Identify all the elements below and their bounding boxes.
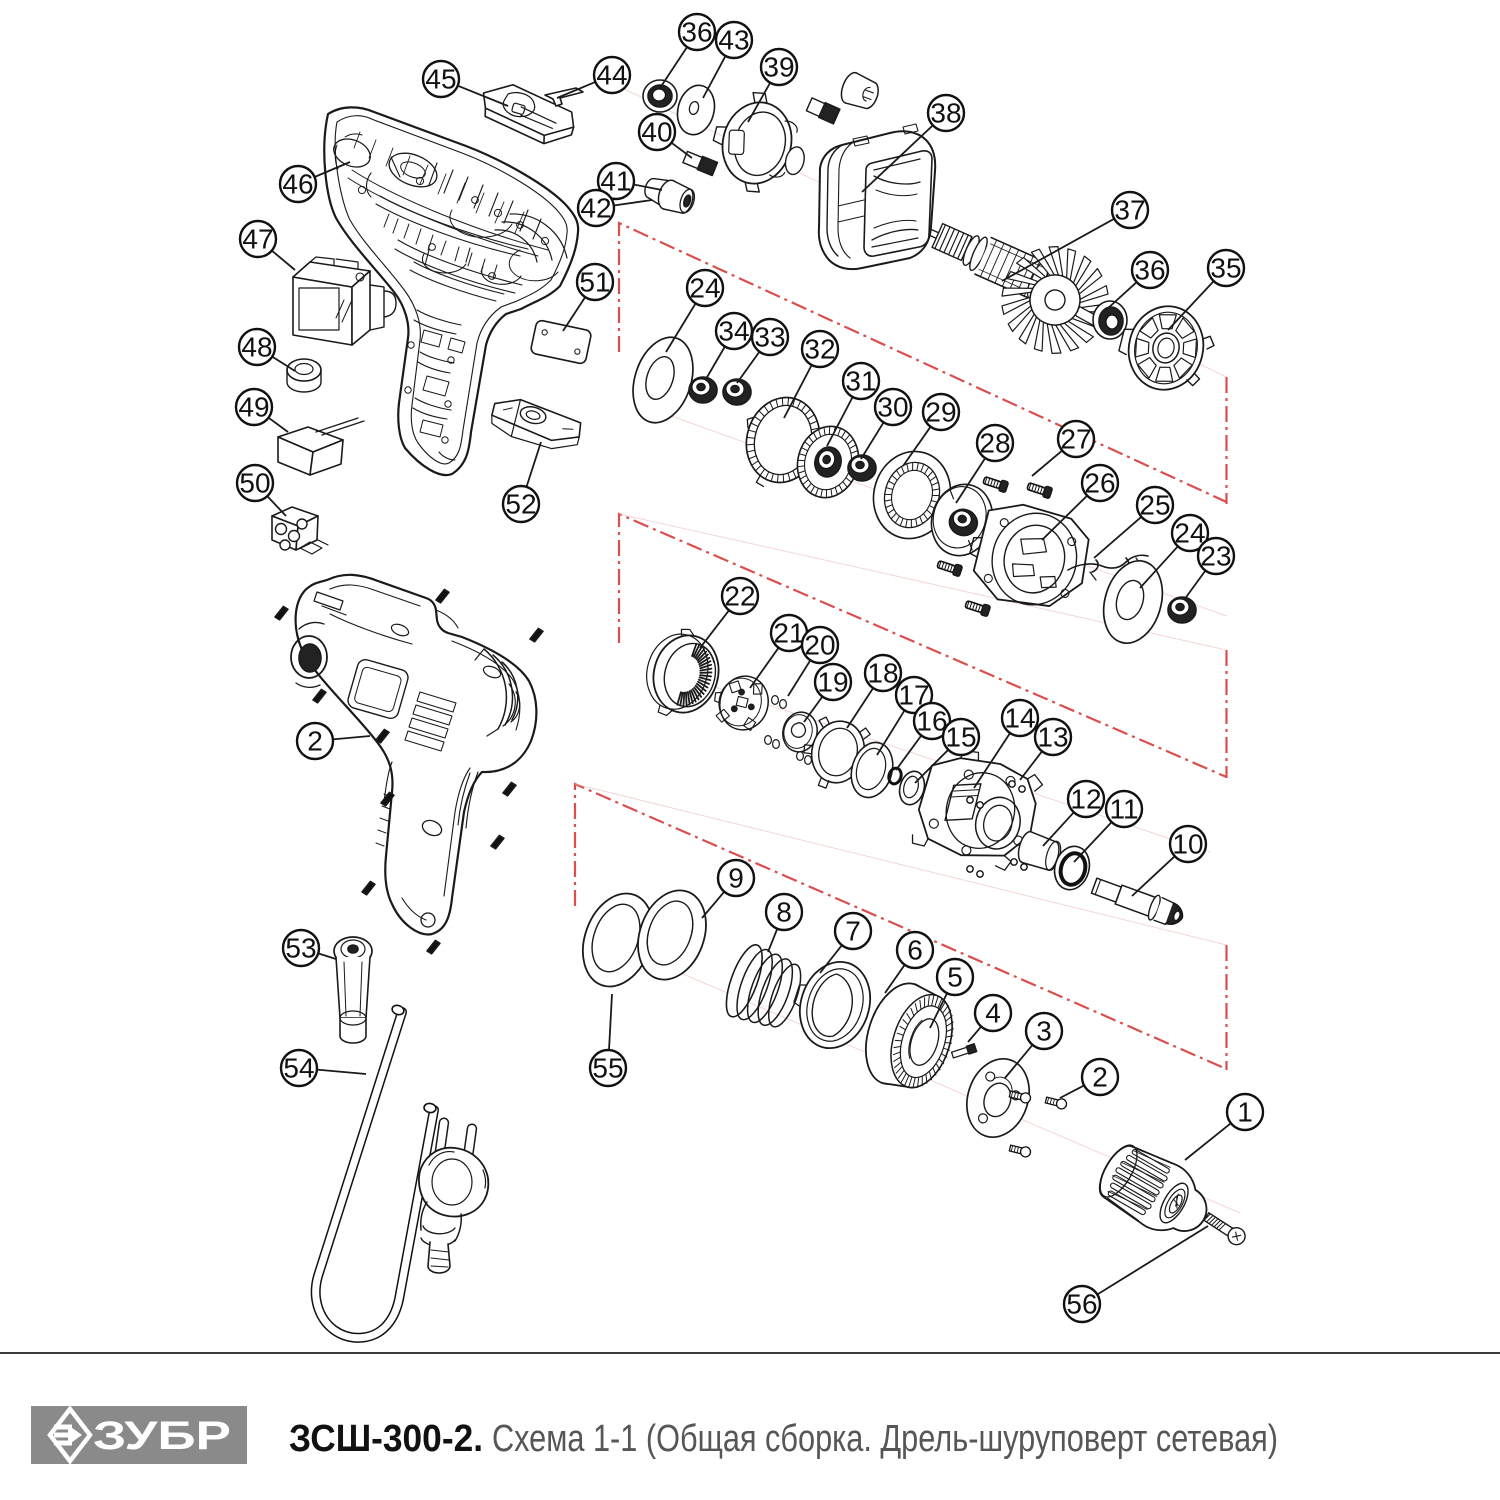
svg-text:49: 49: [238, 392, 269, 423]
svg-text:14: 14: [1004, 703, 1035, 734]
svg-text:25: 25: [1139, 490, 1170, 521]
svg-text:37: 37: [1114, 195, 1145, 226]
svg-text:Схема 1-1 (Общая сборка. Дрель: Схема 1-1 (Общая сборка. Дрель-шуруповер…: [492, 1418, 1278, 1460]
svg-text:51: 51: [579, 267, 610, 298]
svg-text:7: 7: [845, 916, 861, 947]
svg-text:36: 36: [681, 17, 712, 48]
svg-text:2: 2: [307, 726, 323, 757]
svg-text:28: 28: [979, 428, 1010, 459]
svg-text:22: 22: [724, 581, 755, 612]
svg-text:45: 45: [425, 64, 456, 95]
svg-text:31: 31: [845, 366, 876, 397]
svg-text:27: 27: [1060, 424, 1091, 455]
svg-text:24: 24: [689, 273, 720, 304]
svg-text:ЗСШ-300-2.: ЗСШ-300-2.: [289, 1418, 483, 1460]
svg-text:5: 5: [947, 962, 963, 993]
svg-text:11: 11: [1109, 794, 1138, 825]
svg-text:6: 6: [907, 935, 923, 966]
svg-text:48: 48: [241, 332, 272, 363]
svg-text:16: 16: [916, 706, 947, 737]
svg-text:8: 8: [776, 897, 792, 928]
svg-text:1: 1: [1237, 1097, 1253, 1128]
svg-text:24: 24: [1174, 518, 1205, 549]
svg-text:10: 10: [1172, 829, 1203, 860]
svg-text:3: 3: [1036, 1016, 1052, 1047]
svg-text:36: 36: [1134, 255, 1165, 286]
svg-text:53: 53: [285, 933, 316, 964]
svg-text:12: 12: [1070, 784, 1101, 815]
svg-text:44: 44: [596, 60, 627, 91]
svg-text:50: 50: [239, 468, 270, 499]
svg-text:29: 29: [925, 397, 956, 428]
svg-text:40: 40: [641, 117, 672, 148]
svg-text:54: 54: [283, 1053, 314, 1084]
svg-text:33: 33: [754, 322, 785, 353]
svg-text:9: 9: [728, 863, 744, 894]
svg-text:4: 4: [985, 998, 1001, 1029]
svg-text:19: 19: [817, 667, 848, 698]
svg-text:52: 52: [505, 489, 536, 520]
svg-text:56: 56: [1066, 1289, 1097, 1320]
svg-text:20: 20: [804, 630, 835, 661]
svg-text:41: 41: [600, 166, 631, 197]
svg-text:18: 18: [867, 658, 898, 689]
svg-text:26: 26: [1084, 468, 1115, 499]
svg-text:47: 47: [242, 224, 273, 255]
svg-text:2: 2: [1092, 1062, 1108, 1093]
svg-text:15: 15: [945, 722, 976, 753]
svg-text:13: 13: [1037, 722, 1068, 753]
svg-text:46: 46: [282, 169, 313, 200]
svg-text:35: 35: [1210, 253, 1241, 284]
svg-text:ЗУБР: ЗУБР: [93, 1414, 231, 1458]
svg-text:39: 39: [763, 52, 794, 83]
svg-text:21: 21: [773, 618, 804, 649]
svg-text:23: 23: [1200, 541, 1231, 572]
svg-text:30: 30: [877, 392, 908, 423]
svg-text:32: 32: [804, 334, 835, 365]
svg-text:55: 55: [592, 1053, 623, 1084]
svg-text:34: 34: [718, 316, 749, 347]
svg-text:43: 43: [718, 25, 749, 56]
svg-text:38: 38: [930, 98, 961, 129]
svg-text:42: 42: [580, 193, 611, 224]
